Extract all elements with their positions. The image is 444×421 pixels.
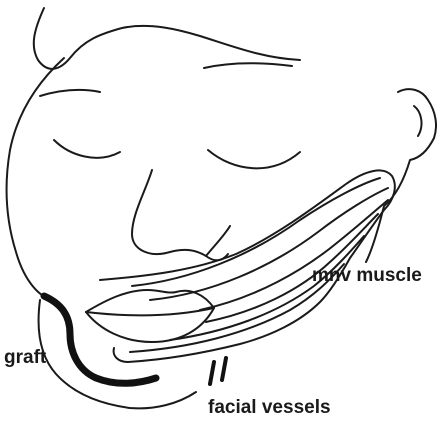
lip-line bbox=[86, 308, 214, 315]
label-facial-vessels: facial vessels bbox=[208, 398, 331, 417]
vessel-mark bbox=[222, 358, 226, 380]
upper-lip bbox=[86, 290, 214, 312]
jaw-line bbox=[39, 300, 196, 408]
right-eyebrow bbox=[204, 63, 292, 68]
vessel-mark bbox=[210, 362, 214, 384]
graft-band bbox=[44, 296, 156, 383]
face-contour-right bbox=[366, 89, 436, 262]
right-eye bbox=[208, 150, 300, 168]
nostril bbox=[206, 254, 228, 260]
hair-outline bbox=[34, 8, 300, 69]
left-eye bbox=[54, 140, 120, 158]
label-muscle: mnv muscle bbox=[312, 266, 422, 285]
label-graft: graft bbox=[4, 348, 46, 367]
left-eyebrow bbox=[40, 90, 100, 96]
nose bbox=[132, 170, 230, 256]
ear-inner bbox=[414, 106, 421, 136]
face-contour-left bbox=[7, 58, 64, 300]
